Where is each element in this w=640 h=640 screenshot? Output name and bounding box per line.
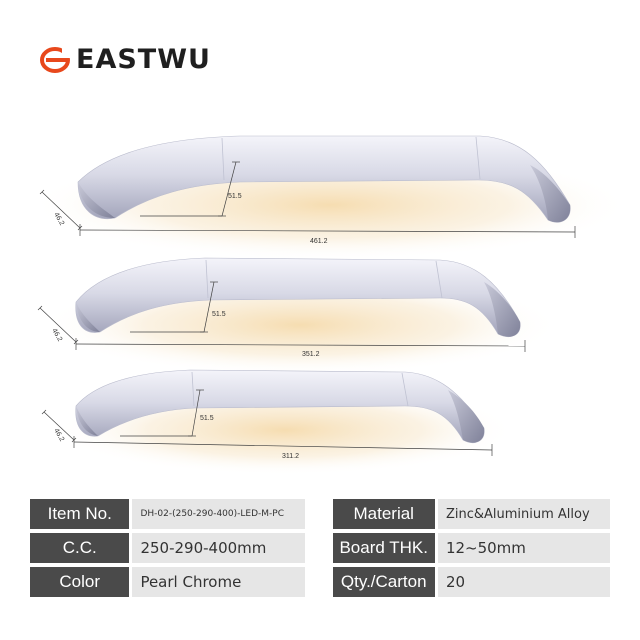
dimension-lines-large	[39, 161, 576, 238]
handle-end-right	[530, 165, 571, 223]
brand-logo: EASTWU	[40, 44, 211, 75]
qty-carton-label: Qty./Carton	[332, 567, 435, 597]
item-no-label: Item No.	[30, 499, 130, 529]
dimension-projection: 51.5	[228, 193, 242, 200]
color-value: Pearl Chrome	[132, 567, 305, 597]
handle-large	[77, 135, 571, 223]
item-no-value: DH-02-(250-290-400)-LED-M-PC	[132, 499, 305, 529]
cc-label: C.C.	[30, 533, 130, 563]
dimension-lines-medium	[37, 281, 526, 352]
handle-medium	[75, 257, 521, 337]
board-thickness-label: Board THK.	[332, 533, 435, 563]
dimension-lines-small	[41, 389, 493, 456]
spec-row: Color Pearl Chrome Qty./Carton 20	[30, 567, 611, 597]
brand-name: EASTWU	[76, 44, 211, 75]
handle-end-left	[76, 406, 98, 436]
board-thickness-value: 12~50mm	[437, 533, 611, 563]
handle-end-left	[78, 182, 115, 218]
dimension-length: 351.2	[302, 351, 320, 358]
handle-end-right	[448, 390, 485, 443]
spec-row: Item No. DH-02-(250-290-400)-LED-M-PC Ma…	[30, 499, 611, 529]
handle-small	[75, 369, 485, 443]
dimension-projection: 51.5	[212, 311, 226, 318]
material-value: Zinc&Aluminium Alloy	[437, 499, 611, 529]
eastwu-logo-icon	[40, 46, 70, 73]
qty-carton-value: 20	[437, 567, 611, 597]
product-illustration: 46.2 51.5 461.2 46.2 51.5 351.2	[30, 135, 630, 475]
dimension-projection: 51.5	[200, 415, 214, 422]
dimension-length: 461.2	[310, 238, 328, 245]
dimension-length: 311.2	[282, 453, 299, 460]
spec-table: Item No. DH-02-(250-290-400)-LED-M-PC Ma…	[30, 499, 611, 601]
color-label: Color	[30, 567, 130, 597]
handle-end-right	[484, 282, 521, 337]
handle-end-left	[76, 302, 100, 332]
material-label: Material	[332, 499, 435, 529]
spec-row: C.C. 250-290-400mm Board THK. 12~50mm	[30, 533, 611, 563]
cc-value: 250-290-400mm	[132, 533, 305, 563]
